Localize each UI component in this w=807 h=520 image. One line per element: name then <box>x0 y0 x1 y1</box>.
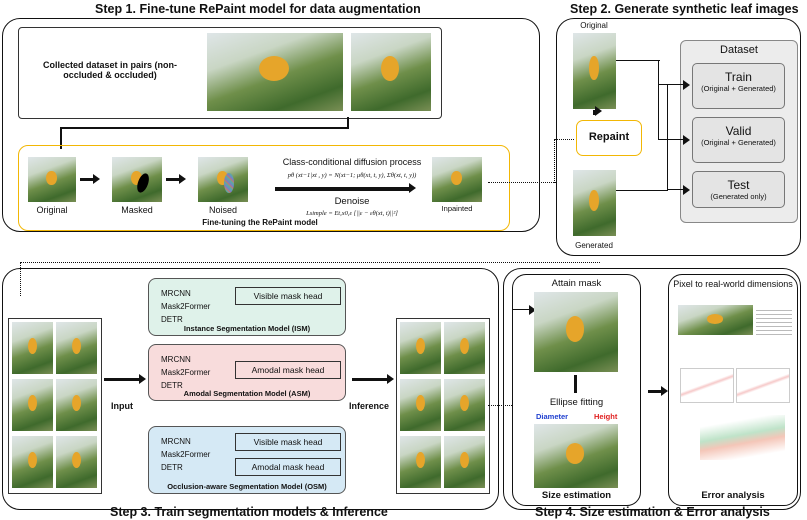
dataset-label: Collected dataset in pairs (non-occluded… <box>42 60 178 80</box>
split-name: Train <box>725 70 752 84</box>
arrow-icon <box>574 375 577 393</box>
visible-mask-head: Visible mask head <box>235 433 341 451</box>
arrow-icon <box>352 374 394 384</box>
model-item: Mask2Former <box>161 302 211 311</box>
model-item: MRCNN <box>161 289 191 298</box>
step2-panel <box>556 18 801 256</box>
original-leaf-image <box>573 33 616 109</box>
error-analysis-label: Error analysis <box>701 490 765 501</box>
arrow-icon <box>104 374 146 384</box>
ellipse-image <box>534 424 618 488</box>
arrow-icon <box>275 183 416 193</box>
valid-split: Valid(Original + Generated) <box>692 117 785 163</box>
split-sub: (Original + Generated) <box>701 84 776 93</box>
input-grid <box>8 318 102 494</box>
arrow-icon <box>80 174 100 184</box>
original-image <box>28 157 76 202</box>
label-original: Original <box>36 205 68 215</box>
output-grid <box>396 318 490 494</box>
surface-plot <box>700 415 785 460</box>
finetune-box <box>18 145 510 231</box>
step2-title: Step 2. Generate synthetic leaf images <box>570 2 799 16</box>
dataset-title: Dataset <box>720 44 758 56</box>
split-name: Test <box>727 178 750 192</box>
ellipse-fitting-label: Ellipse fitting <box>549 397 604 408</box>
model-item: Mask2Former <box>161 450 211 459</box>
loss-equation: Lsimple = Et,x0,ε [||ε − εθ(xt, t)||²] <box>306 210 398 217</box>
process-title: Class-conditional diffusion process <box>282 157 422 167</box>
label-inpainted: Inpainted <box>441 204 473 213</box>
label-noised: Noised <box>208 205 237 215</box>
dataset-box <box>18 27 442 119</box>
model-name: Occlusion-aware Segmentation Model (OSM) <box>167 482 327 491</box>
noised-image <box>198 157 248 202</box>
diffusion-equation: pθ (xt−1|xt , y) = N(xt−1; μθ(xt, t, y),… <box>287 172 417 179</box>
model-item: DETR <box>161 315 183 324</box>
model-name: Amodal Segmentation Model (ASM) <box>183 389 311 398</box>
measurement-text <box>756 307 792 335</box>
denoise-label: Denoise <box>334 196 370 207</box>
measurement-image <box>678 305 753 335</box>
repaint-box: Repaint <box>576 120 642 156</box>
split-sub: (Generated only) <box>710 192 767 201</box>
amodal-mask-head: Amodal mask head <box>235 458 341 476</box>
model-item: DETR <box>161 381 183 390</box>
split-sub: (Original + Generated) <box>701 138 776 147</box>
label-masked: Masked <box>121 205 153 215</box>
model-item: MRCNN <box>161 355 191 364</box>
pixel-label: Pixel to real-world dimensions <box>673 279 793 289</box>
inference-label: Inference <box>348 401 390 411</box>
input-label: Input <box>111 401 133 411</box>
attain-mask-label: Attain mask <box>551 278 602 289</box>
train-split: Train(Original + Generated) <box>692 63 785 109</box>
model-item: Mask2Former <box>161 368 211 377</box>
height-label: Height <box>594 412 618 421</box>
test-split: Test(Generated only) <box>692 171 785 208</box>
model-item: DETR <box>161 463 183 472</box>
split-name: Valid <box>725 124 752 138</box>
amodal-mask-head: Amodal mask head <box>235 361 341 379</box>
step4-title: Step 4. Size estimation & Error analysis <box>535 505 770 519</box>
generated-leaf-image <box>573 170 616 236</box>
label-generated: Generated <box>575 241 613 250</box>
mask-image <box>534 292 618 372</box>
model-name: Instance Segmentation Model (ISM) <box>183 324 311 333</box>
step4-panel <box>503 268 801 510</box>
visible-mask-head: Visible mask head <box>235 287 341 305</box>
step3-title: Step 3. Train segmentation models & Infe… <box>110 505 388 519</box>
diameter-label: Diameter <box>536 412 569 421</box>
pair-image-2 <box>351 33 431 111</box>
finetune-label: Fine-tuning the RePaint model <box>202 218 318 227</box>
scatter-plot <box>736 368 790 403</box>
step1-title: Step 1. Fine-tune RePaint model for data… <box>95 2 421 16</box>
error-analysis-box <box>668 274 798 506</box>
size-estimation-label: Size estimation <box>541 490 612 501</box>
step1-panel <box>2 18 540 232</box>
model-item: MRCNN <box>161 437 191 446</box>
label-original: Original <box>580 21 608 30</box>
pair-image-1 <box>207 33 343 111</box>
step3-panel <box>2 268 499 510</box>
arrow-icon <box>166 174 186 184</box>
size-estimation-box <box>512 274 641 506</box>
inpainted-image <box>432 157 482 202</box>
masked-image <box>112 157 162 202</box>
scatter-plot <box>680 368 734 403</box>
arrow-icon <box>648 386 668 396</box>
